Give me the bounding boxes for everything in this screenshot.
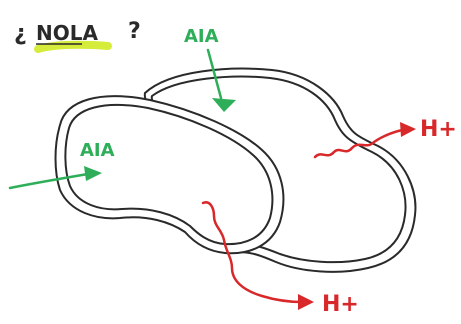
- h-bottom-label: H+: [322, 292, 359, 317]
- title-group: ¿ NOLA ?: [14, 19, 141, 53]
- h-bottom-arrow-shaft: [201, 201, 304, 304]
- h-right-arrow-shaft: [313, 128, 404, 159]
- aia-entry-left: AIA: [8, 140, 115, 190]
- aia-top-arrowhead: [212, 98, 236, 112]
- aia-top-label: AIA: [184, 26, 219, 47]
- title-highlight: [34, 40, 112, 53]
- aia-top-arrow-shaft: [206, 48, 223, 100]
- h-right-arrowhead: [400, 122, 416, 137]
- cell-front-inner-wall: [64, 104, 274, 246]
- h-bottom-arrowhead: [298, 294, 314, 310]
- title-suffix: ?: [128, 19, 141, 44]
- title-word: NOLA: [36, 21, 98, 45]
- cell-front: [54, 95, 285, 255]
- aia-left-arrowhead: [84, 166, 102, 181]
- aia-left-arrow-shaft: [8, 172, 90, 190]
- cell-front-outer-wall: [54, 95, 285, 255]
- h-exit-right: H+: [313, 117, 457, 159]
- h-exit-bottom: H+: [201, 201, 359, 317]
- aia-entry-top: AIA: [184, 26, 236, 112]
- aia-left-label: AIA: [80, 140, 115, 161]
- title-prefix: ¿: [14, 21, 27, 46]
- h-right-label: H+: [420, 117, 457, 142]
